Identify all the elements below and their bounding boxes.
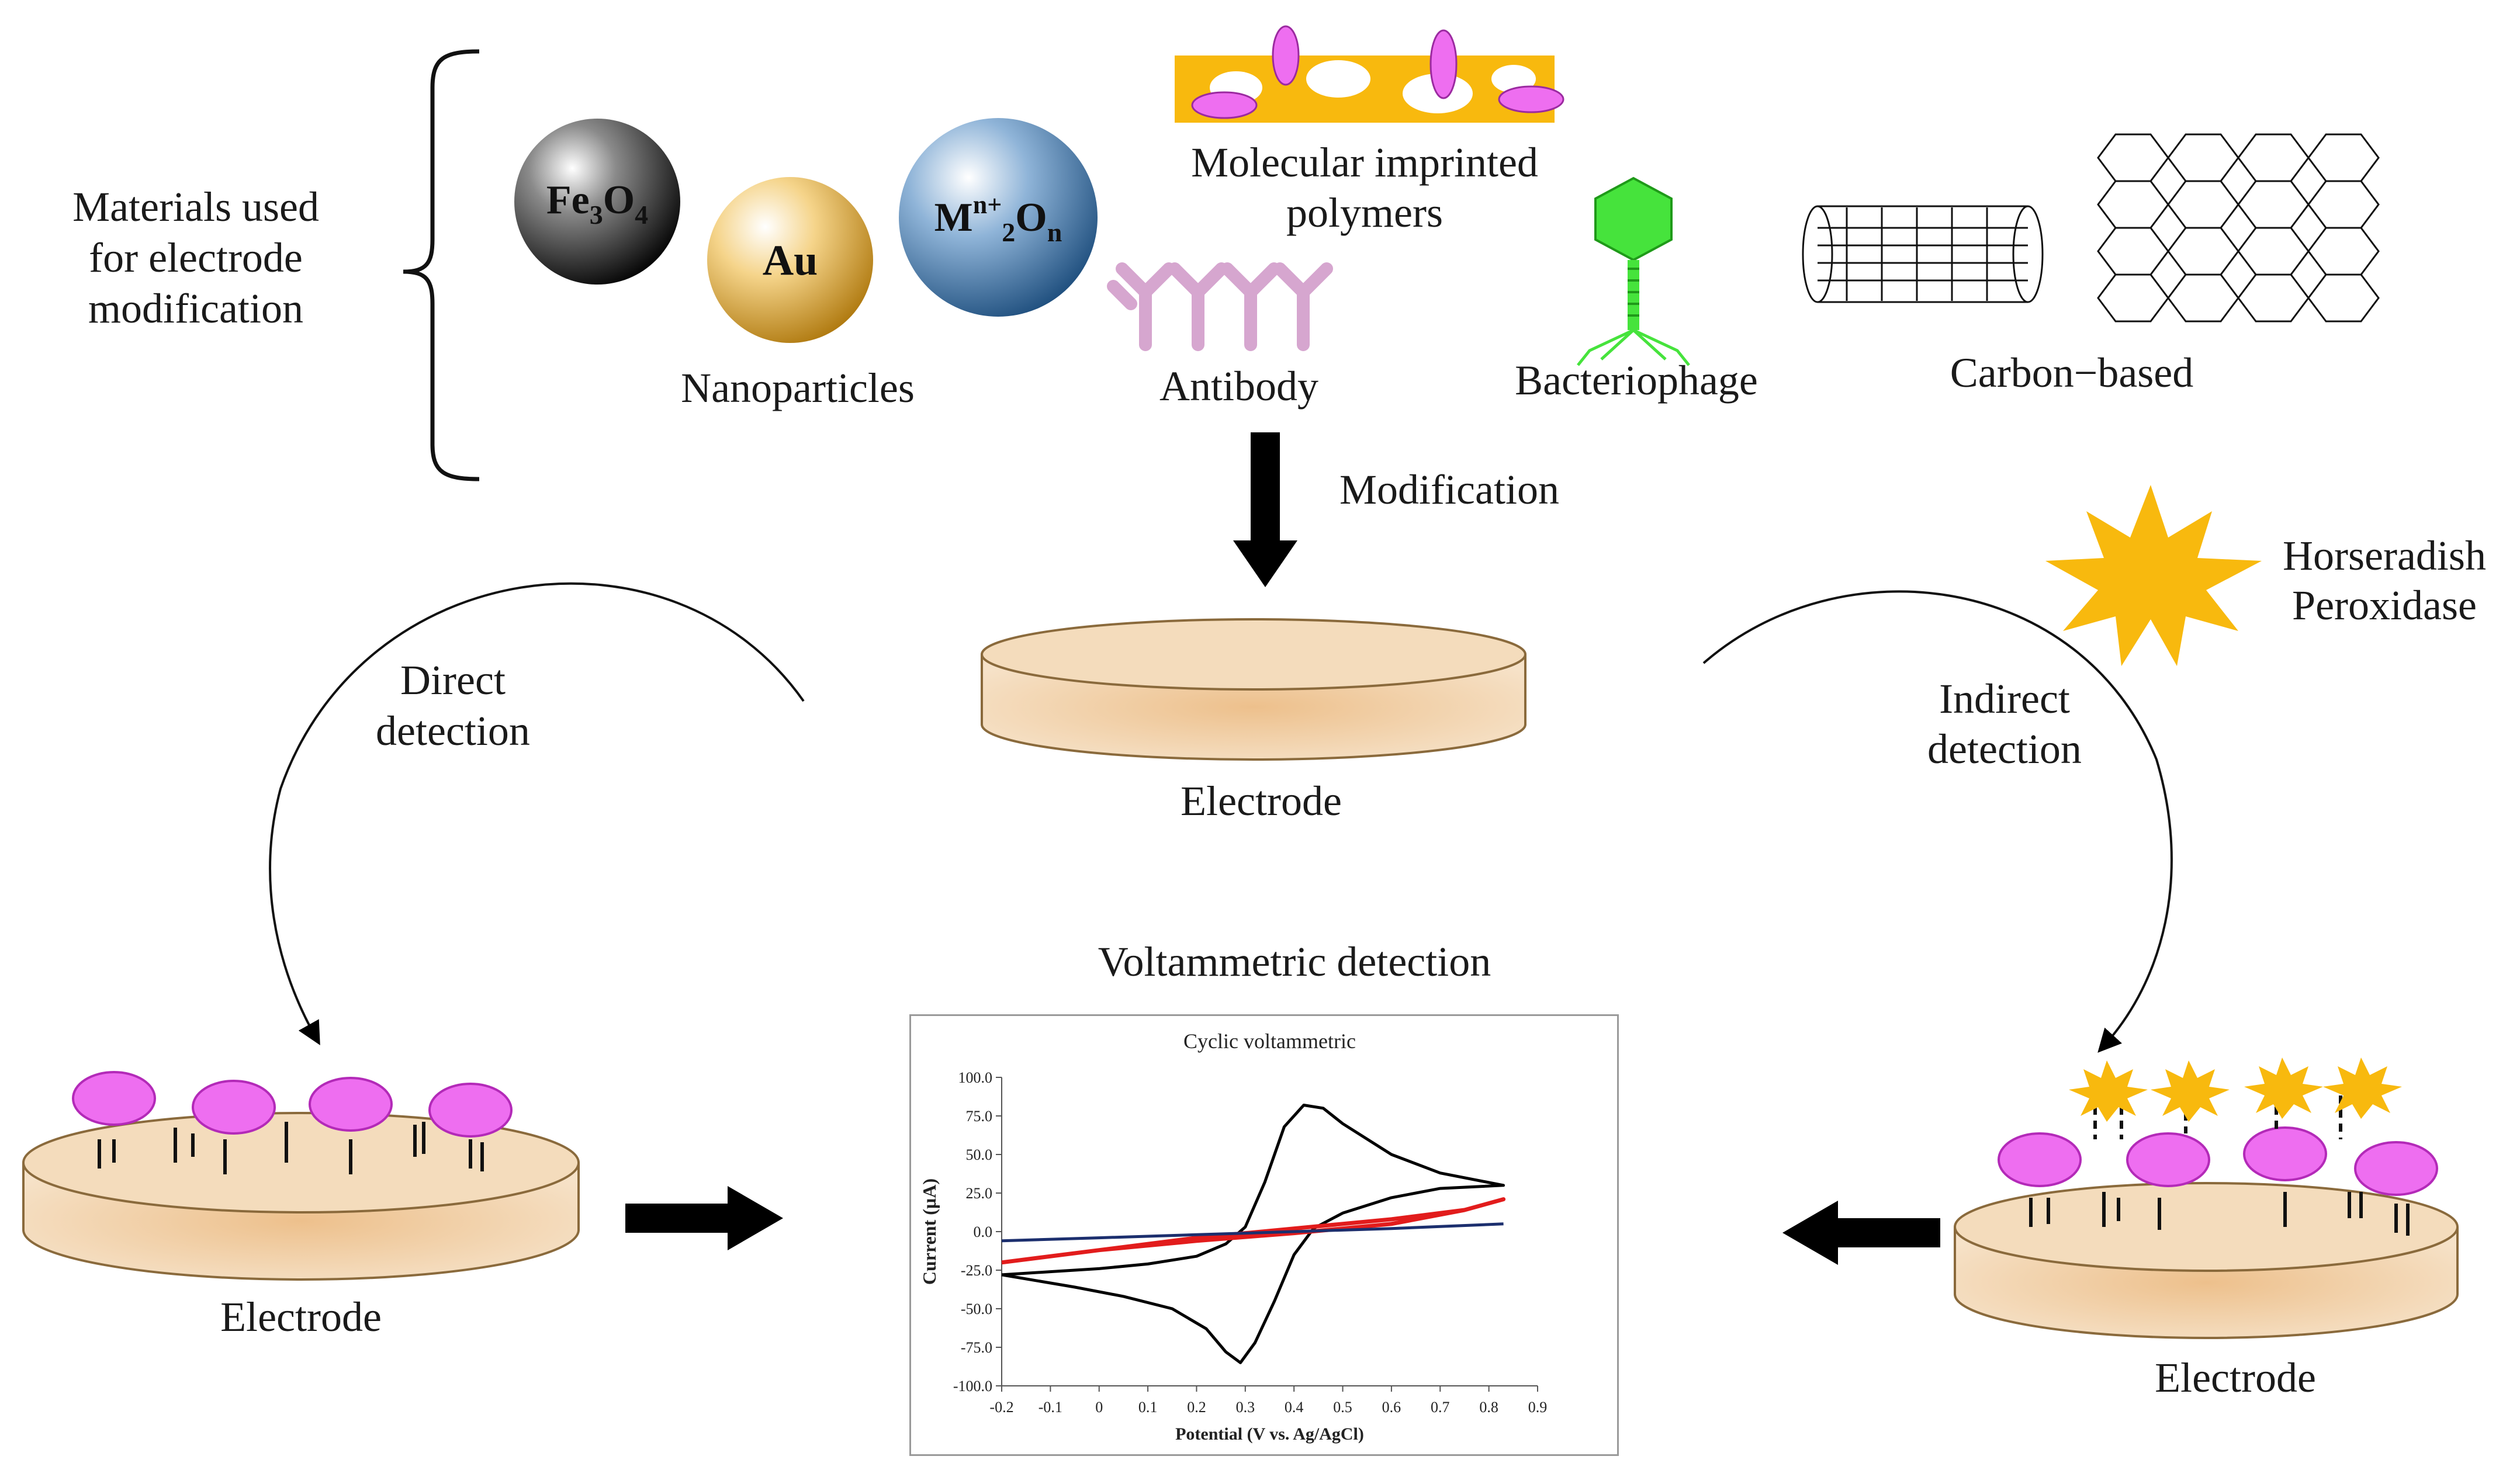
materials-bracket <box>403 49 480 481</box>
y-tick-label: -25.0 <box>961 1262 992 1279</box>
electrode-top <box>981 618 1526 761</box>
au-label: Au <box>763 237 818 285</box>
x-tick-label: -0.1 <box>1039 1399 1062 1416</box>
x-axis-label: Potential (V vs. Ag/AgCl) <box>1175 1424 1364 1444</box>
y-tick-label: -50.0 <box>961 1301 992 1317</box>
x-tick-label: 0.1 <box>1138 1399 1158 1416</box>
x-tick-label: 0 <box>1095 1399 1103 1416</box>
bacteria-right <box>1998 1058 2438 1236</box>
bacteria-left <box>72 1071 513 1174</box>
cv-chart-frame: Cyclic voltammetric -0.2 -0.1 0 0.1 0.2 0.3 0.4… <box>909 1014 1619 1456</box>
y-tick-label: -100.0 <box>953 1378 992 1395</box>
direct-detection-arrow <box>269 582 805 1045</box>
modification-arrow <box>1233 432 1297 587</box>
materials-heading-line2: for electrode <box>89 234 303 281</box>
hrp-label-line1: Horseradish <box>2283 532 2486 579</box>
x-tick-label: 0.6 <box>1382 1399 1401 1416</box>
graphene-sheet-icon <box>2097 133 2380 323</box>
y-tick-label: 75.0 <box>966 1108 993 1125</box>
x-tick-label: 0.5 <box>1333 1399 1352 1416</box>
antibody-icon <box>1107 262 1333 351</box>
indirect-detection-line1: Indirect <box>1939 675 2070 722</box>
cv-series-line-1 <box>1001 1197 1506 1265</box>
x-tick-label: 0.4 <box>1285 1399 1304 1416</box>
y-tick-label: -75.0 <box>961 1339 992 1356</box>
mip-label-line2: polymers <box>1286 189 1443 236</box>
y-tick-label: 100.0 <box>958 1069 993 1086</box>
voltammetric-detection-label: Voltammetric detection <box>1098 938 1491 985</box>
y-tick-label: 50.0 <box>966 1146 993 1163</box>
indirect-detection-arrow <box>1702 590 2173 1053</box>
mn2on-label: Mn+2On <box>934 190 1062 247</box>
x-tick-label: 0.7 <box>1431 1399 1450 1416</box>
chart-title: Cyclic voltammetric <box>1183 1029 1356 1053</box>
hrp-enzyme-icon <box>2045 485 2262 666</box>
electrode-right <box>1954 1182 2459 1339</box>
y-tick-label: 25.0 <box>966 1185 993 1202</box>
fe3o4-nanoparticle <box>514 119 680 285</box>
x-tick-label: 0.9 <box>1528 1399 1548 1416</box>
x-tick-label: 0.3 <box>1236 1399 1255 1416</box>
nanoparticles-label: Nanoparticles <box>681 365 915 411</box>
carbon-based-label: Carbon−based <box>1950 349 2194 396</box>
bacteriophage-icon <box>1577 176 1690 366</box>
cv-chart: Cyclic voltammetric -0.2 -0.1 0 0.1 0.2 0.3 0.4… <box>919 1029 1548 1444</box>
bacteriophage-label: Bacteriophage <box>1515 357 1758 404</box>
x-tick-label: -0.2 <box>989 1399 1013 1416</box>
cv-series-line-0 <box>1001 1104 1505 1364</box>
mip-label-line1: Molecular imprinted <box>1191 139 1538 186</box>
mip-polymer-icon <box>1175 25 1564 123</box>
direct-detection-line1: Direct <box>400 657 506 703</box>
fe3o4-label: Fe3O4 <box>546 178 648 230</box>
direct-detection-line2: detection <box>376 708 530 754</box>
x-tick-label: 0.8 <box>1479 1399 1498 1416</box>
cv-series-line-2 <box>1001 1222 1504 1243</box>
y-axis-label: Current (µA) <box>919 1178 940 1285</box>
electrode-top-label: Electrode <box>1181 778 1342 824</box>
y-tick-label: 0.0 <box>974 1223 993 1240</box>
indirect-detection-line2: detection <box>1927 726 2082 772</box>
mn2on-nanoparticle <box>899 118 1098 317</box>
antibody-label: Antibody <box>1159 363 1318 410</box>
arrow-right-to-chart <box>1782 1201 1940 1265</box>
materials-heading-line3: modification <box>88 285 303 332</box>
carbon-nanotube-icon <box>1802 205 2044 303</box>
arrow-left-to-chart <box>625 1186 783 1250</box>
electrode-left-label: Electrode <box>220 1294 382 1340</box>
modification-label: Modification <box>1339 466 1559 513</box>
x-tick-label: 0.2 <box>1187 1399 1206 1416</box>
electrode-right-label: Electrode <box>2155 1354 2316 1401</box>
electrode-left <box>22 1112 580 1281</box>
materials-heading-line1: Materials used <box>72 183 319 230</box>
au-nanoparticle <box>707 177 873 343</box>
hrp-label-line2: Peroxidase <box>2292 582 2477 629</box>
